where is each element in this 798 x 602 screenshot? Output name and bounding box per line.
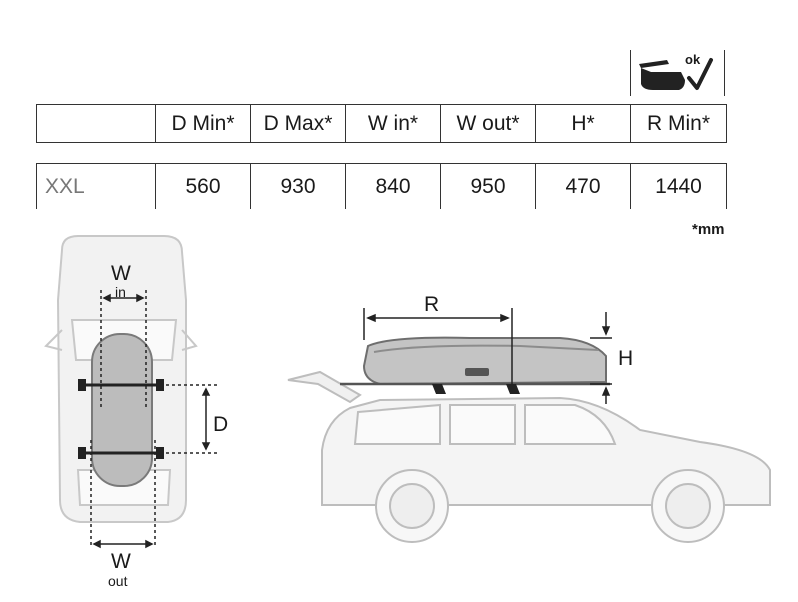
table-row: XXL 560 930 840 950 470 1440	[36, 163, 727, 209]
cell-w-out: 950	[440, 163, 536, 209]
w-in-sub: in	[115, 284, 126, 300]
header-d-max: D Max*	[250, 104, 346, 143]
d-label: D	[213, 413, 229, 436]
h-dimension	[590, 312, 612, 404]
top-view-crossbars	[82, 383, 162, 455]
table-header-row: D Min* D Max* W in* W out* H* R Min*	[36, 104, 727, 143]
header-w-in: W in*	[345, 104, 441, 143]
w-in-label: W	[111, 262, 131, 285]
ok-text: ok	[685, 52, 701, 67]
side-view-car	[287, 370, 771, 543]
d-dimension	[160, 384, 220, 454]
header-d-min: D Min*	[155, 104, 251, 143]
header-model	[36, 104, 156, 143]
side-view-roof-box	[340, 336, 610, 394]
h-label: H	[618, 347, 634, 370]
header-h: H*	[535, 104, 631, 143]
row-model: XXL	[36, 163, 156, 209]
unit-note: *mm	[692, 221, 725, 238]
w-in-dimension	[100, 290, 147, 410]
cell-w-in: 840	[345, 163, 441, 209]
cell-r-min: 1440	[630, 163, 727, 209]
r-dimension	[363, 308, 513, 394]
open-trunk-ok-icon	[639, 58, 713, 90]
header-r-min: R Min*	[630, 104, 727, 143]
cell-h: 470	[535, 163, 631, 209]
top-view-roof-box	[91, 333, 153, 487]
r-label: R	[424, 293, 440, 316]
w-out-sub: out	[108, 573, 128, 589]
header-w-out: W out*	[440, 104, 536, 143]
w-out-dimension	[90, 440, 156, 549]
cell-d-max: 930	[250, 163, 346, 209]
trunk-clearance-badge: ok	[630, 50, 725, 96]
spec-table: D Min* D Max* W in* W out* H* R Min* XXL…	[36, 104, 727, 209]
w-out-label: W	[111, 550, 131, 573]
cell-d-min: 560	[155, 163, 251, 209]
